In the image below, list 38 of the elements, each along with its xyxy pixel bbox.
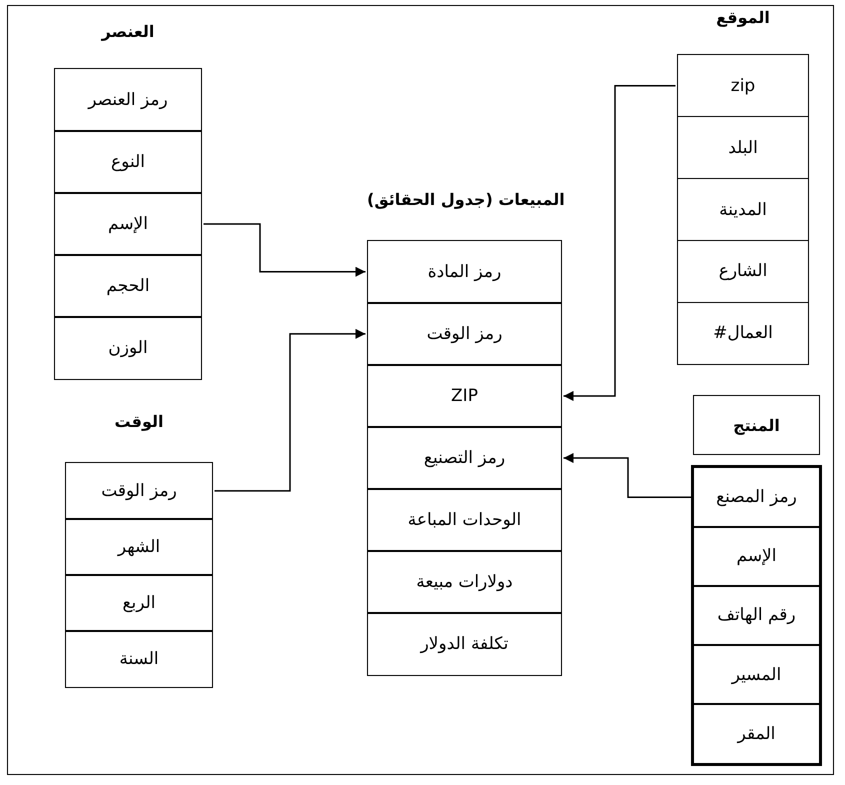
table xyxy=(54,22,202,380)
table-field: السنة xyxy=(65,630,213,688)
table-field: المسير xyxy=(693,644,820,705)
arrow xyxy=(564,453,692,498)
table-field: رمز المادة xyxy=(367,240,562,304)
table xyxy=(65,412,213,688)
table-field: الإسم xyxy=(693,526,820,587)
table-field: ZIP xyxy=(367,364,562,428)
table-title: الموقع xyxy=(715,8,771,27)
table-field: رمز العنصر xyxy=(54,68,202,132)
table-field: الحجم xyxy=(54,254,202,318)
table xyxy=(693,467,820,764)
table-field: #العمال xyxy=(677,302,809,366)
table-field: الشارع xyxy=(677,240,809,304)
arrow xyxy=(204,223,366,277)
table-field: البلد xyxy=(677,116,809,180)
table-field: رمز الوقت xyxy=(65,462,213,520)
table-field: دولارات مبيعة xyxy=(367,550,562,614)
table-field: النوع xyxy=(54,130,202,194)
table-field: الوحدات المباعة xyxy=(367,488,562,552)
table-title: الوقت xyxy=(114,412,164,431)
table-field: رمز الوقت xyxy=(367,302,562,366)
table-field: zip xyxy=(677,54,809,118)
table-field: الربع xyxy=(65,574,213,632)
arrow xyxy=(214,328,366,492)
table-field: تكلفة الدولار xyxy=(367,612,562,676)
table-field: الوزن xyxy=(54,316,202,380)
table-field: المدينة xyxy=(677,178,809,242)
table-field: الشهر xyxy=(65,518,213,576)
table-field: رمز التصنيع xyxy=(367,426,562,490)
table-title: العنصر xyxy=(100,22,156,41)
table xyxy=(367,190,562,676)
table-field: الإسم xyxy=(54,192,202,256)
table xyxy=(677,8,809,365)
table-title-box: المنتج xyxy=(693,395,820,455)
arrow xyxy=(564,84,676,401)
table-field: رقم الهاتف xyxy=(693,585,820,646)
table-title: المبيعات (جدول الحقائق) xyxy=(367,190,562,209)
